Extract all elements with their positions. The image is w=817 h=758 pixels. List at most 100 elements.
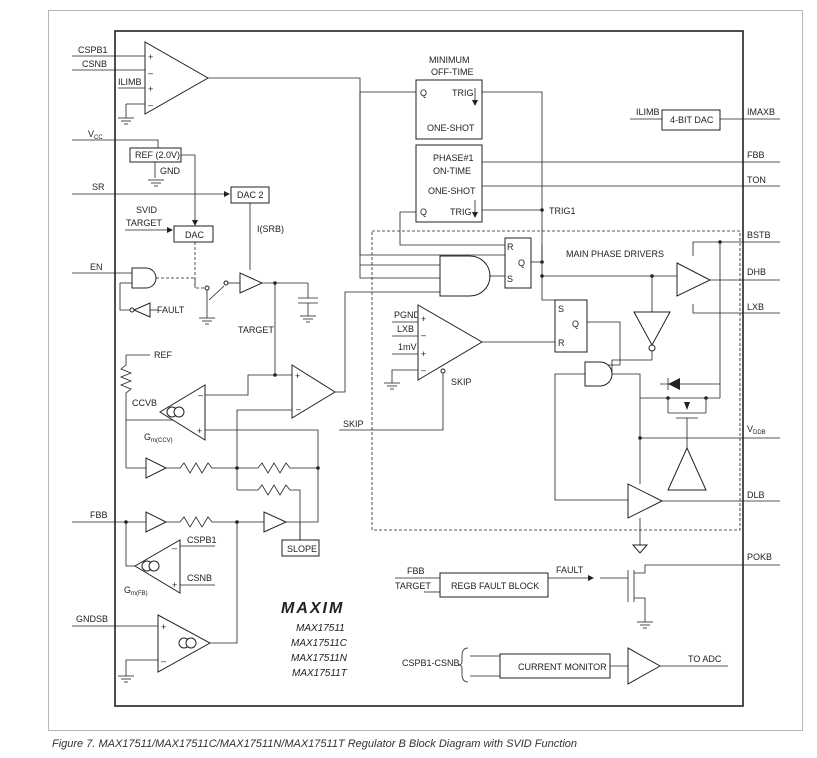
phase1-on-time-oneshot: [415, 144, 483, 223]
pin-skip: SKIP: [343, 419, 364, 429]
svg-text:TRIG1: TRIG1: [549, 206, 576, 216]
svg-text:+: +: [148, 52, 153, 62]
svg-text:MAX17511: MAX17511: [296, 623, 345, 634]
svg-text:MAX17511T: MAX17511T: [292, 668, 348, 679]
svg-text:+: +: [421, 349, 426, 359]
svg-text:Q: Q: [572, 319, 579, 329]
pin-cspb1: CSPB1: [78, 45, 108, 55]
error-amplifier: [291, 364, 336, 419]
pin-bstb: BSTB: [747, 230, 771, 240]
svg-text:ONE-SHOT: ONE-SHOT: [428, 186, 476, 196]
pin-lxb: LXB: [747, 302, 764, 312]
svg-text:DAC 2: DAC 2: [237, 190, 264, 200]
svg-text:MINIMUM: MINIMUM: [429, 55, 470, 65]
svg-text:CSNB: CSNB: [187, 573, 212, 583]
svg-text:CCVB: CCVB: [132, 398, 157, 408]
svg-text:REF: REF: [154, 350, 173, 360]
svg-text:–: –: [421, 365, 426, 375]
pin-dlb: DLB: [747, 490, 765, 500]
svg-text:TARGET: TARGET: [126, 218, 162, 228]
skip-comparator: [417, 304, 483, 381]
svg-text:SKIP: SKIP: [451, 377, 472, 387]
svg-text:–: –: [198, 390, 203, 400]
svg-text:4-BIT DAC: 4-BIT DAC: [670, 115, 714, 125]
svg-text:+: +: [161, 622, 166, 632]
svg-text:TRIG: TRIG: [452, 88, 474, 98]
pin-en: EN: [90, 262, 103, 272]
svg-text:1mV: 1mV: [398, 342, 417, 352]
pin-vcc: VCC: [88, 129, 103, 141]
figure-frame: [48, 10, 803, 731]
low-side-and-gate: [584, 361, 613, 387]
pin-gndsb: GNDSB: [76, 614, 108, 624]
svg-text:SVID: SVID: [136, 205, 158, 215]
svg-text:ONE-SHOT: ONE-SHOT: [427, 123, 475, 133]
svg-text:S: S: [507, 274, 513, 284]
svg-text:–: –: [148, 68, 153, 78]
pin-imaxb: IMAXB: [747, 107, 775, 117]
svg-text:FAULT: FAULT: [556, 565, 584, 575]
pin-pokb: POKB: [747, 552, 772, 562]
min-off-time-oneshot: [415, 79, 483, 140]
dac-block: [173, 225, 214, 243]
pin-fbb-right: FBB: [747, 150, 765, 160]
svg-text:GND: GND: [160, 166, 181, 176]
svg-text:–: –: [296, 404, 301, 414]
svg-text:FAULT: FAULT: [157, 305, 185, 315]
svg-text:PGND: PGND: [394, 310, 421, 320]
four-bit-dac: [661, 109, 721, 131]
svg-text:S: S: [558, 304, 564, 314]
pin-fbb-left: FBB: [90, 510, 108, 520]
sr-latch: [504, 237, 532, 289]
svg-text:–: –: [148, 100, 153, 110]
target-buffer: [239, 272, 264, 294]
ic-outline: [114, 30, 744, 707]
maxim-logo: MAXIM: [281, 600, 344, 617]
current-monitor-block: [499, 653, 611, 679]
svg-text:+: +: [295, 371, 300, 381]
svg-text:R: R: [558, 338, 565, 348]
slope-block: [281, 539, 320, 557]
ilim-amplifier: + – + –: [144, 41, 210, 115]
svg-text:DAC: DAC: [185, 230, 205, 240]
svg-text:MAIN PHASE DRIVERS: MAIN PHASE DRIVERS: [566, 249, 664, 259]
svg-text:TARGET: TARGET: [395, 581, 431, 591]
svg-text:I(SRB): I(SRB): [257, 224, 284, 234]
svg-text:REF (2.0V): REF (2.0V): [135, 150, 180, 160]
main-and-gate: [439, 255, 491, 297]
low-side-driver: [627, 483, 664, 519]
svg-text:FBB: FBB: [407, 566, 425, 576]
svg-text:+: +: [172, 580, 177, 590]
svg-text:LXB: LXB: [397, 324, 414, 334]
svg-text:–: –: [421, 330, 426, 340]
svg-text:TO ADC: TO ADC: [688, 654, 722, 664]
regb-fault-block: [439, 572, 549, 598]
svg-text:OFF-TIME: OFF-TIME: [431, 67, 474, 77]
pin-vddb: VDDB: [747, 424, 766, 436]
label-ilimb-left: ILIMB: [118, 77, 142, 87]
skip-flip-flop: [554, 299, 588, 353]
high-side-driver: [676, 262, 712, 297]
svg-text:REGB FAULT BLOCK: REGB FAULT BLOCK: [451, 581, 539, 591]
svg-text:–: –: [172, 543, 177, 553]
svg-text:R: R: [507, 242, 514, 252]
svg-text:MAX17511C: MAX17511C: [291, 638, 348, 649]
svg-text:+: +: [421, 314, 426, 324]
svg-text:CSPB1-CSNB: CSPB1-CSNB: [402, 658, 460, 668]
pin-sr: SR: [92, 182, 105, 192]
main-phase-region: [371, 230, 741, 531]
svg-text:–: –: [161, 656, 166, 666]
svg-text:CURRENT MONITOR: CURRENT MONITOR: [518, 662, 607, 672]
pin-dhb: DHB: [747, 267, 766, 277]
svg-text:ILIMB: ILIMB: [636, 107, 660, 117]
svg-text:TRIG: TRIG: [450, 207, 472, 217]
svg-text:Q: Q: [420, 88, 427, 98]
svg-text:TARGET: TARGET: [238, 325, 274, 335]
svg-text:+: +: [148, 84, 153, 94]
label-gm-ccv: Gm(CCV): [144, 432, 173, 444]
svg-text:SLOPE: SLOPE: [287, 544, 317, 554]
svg-text:CSPB1: CSPB1: [187, 535, 217, 545]
figure-caption: Figure 7. MAX17511/MAX17511C/MAX17511N/M…: [52, 738, 577, 750]
pin-ton: TON: [747, 175, 766, 185]
